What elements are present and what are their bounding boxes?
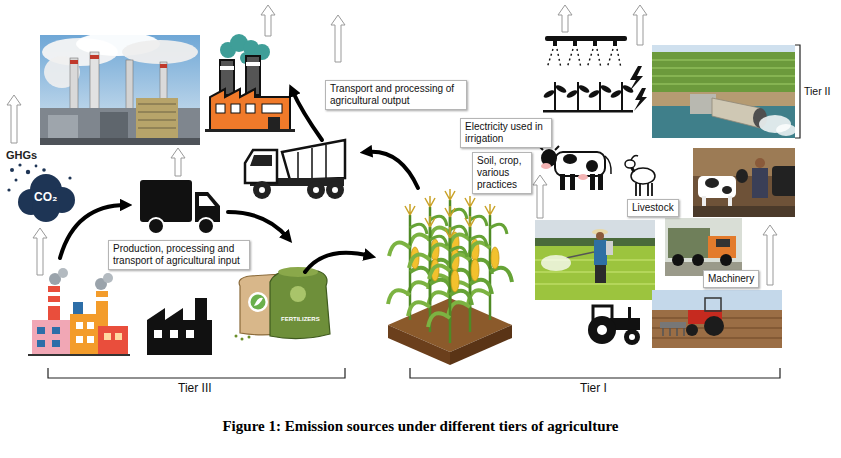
figure-caption: Figure 1: Emission sources under differe… bbox=[0, 418, 841, 435]
tier-label: Tier III bbox=[178, 382, 212, 395]
text-box: Machinery bbox=[703, 270, 759, 288]
box-text: Production, processing and transport of … bbox=[113, 243, 245, 267]
text-box: Production, processing and transport of … bbox=[108, 240, 250, 270]
text-box: Livestock bbox=[627, 199, 679, 217]
box-text: Transport and processing of agricultural… bbox=[330, 83, 462, 107]
text-box: Soil, crop, various practices bbox=[472, 152, 532, 194]
box-text: Machinery bbox=[708, 273, 754, 285]
gas-formula: CO₂ bbox=[34, 191, 57, 204]
bag-print: FERTILIZERS bbox=[281, 316, 320, 323]
box-text: Electricity used in irrigation bbox=[465, 121, 547, 145]
gas-label: GHGs bbox=[6, 149, 37, 161]
box-text: Livestock bbox=[632, 202, 674, 214]
text-box: Transport and processing of agricultural… bbox=[325, 80, 467, 110]
tier-label: Tier II bbox=[804, 86, 830, 98]
tier-label: Tier I bbox=[580, 382, 607, 395]
box-text: Soil, crop, various practices bbox=[477, 155, 527, 191]
text-box: Electricity used in irrigation bbox=[460, 118, 552, 148]
